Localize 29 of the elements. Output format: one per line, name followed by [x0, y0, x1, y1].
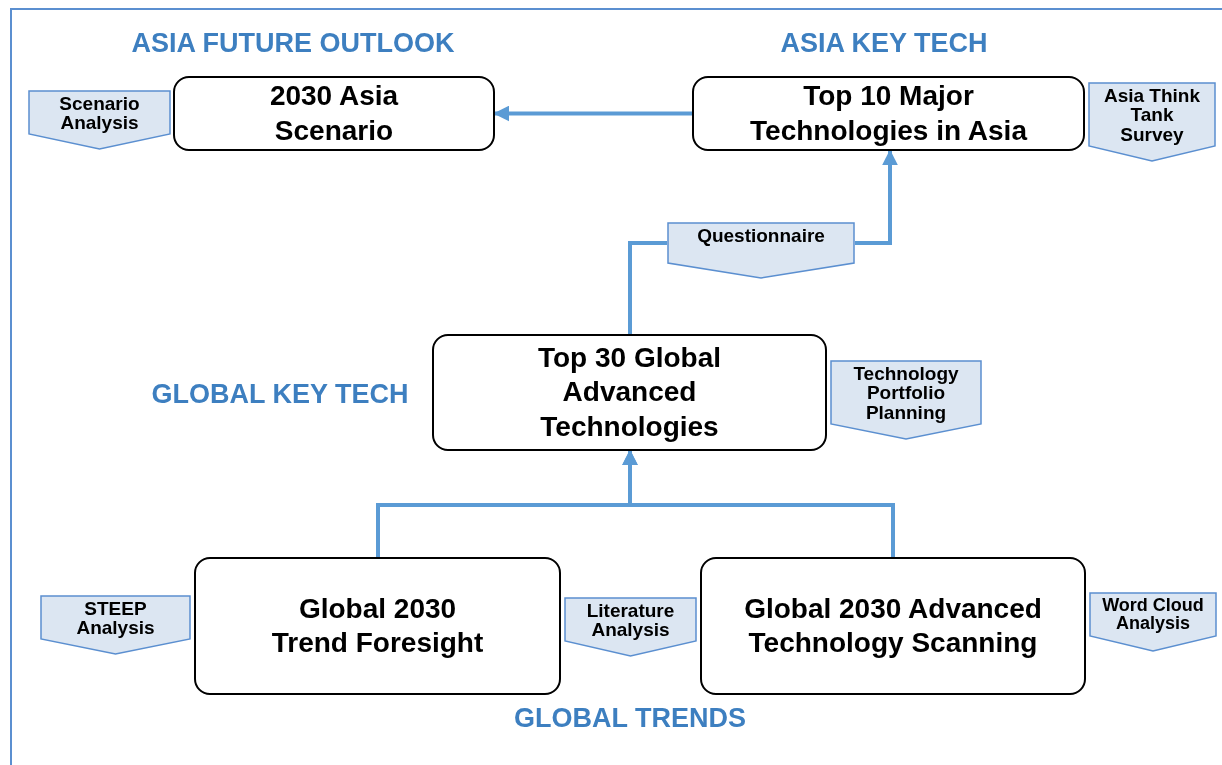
banner-tag	[564, 597, 697, 657]
section-heading: GLOBAL KEY TECH	[151, 379, 409, 410]
banner-tag	[667, 222, 855, 279]
tag-text: Word Cloud Analysis	[1101, 596, 1205, 633]
tag-text: Questionnaire	[697, 226, 825, 246]
box-text: Top 10 Major Technologies in Asia	[749, 79, 1029, 148]
process-box	[700, 557, 1086, 695]
banner-tag	[1089, 592, 1217, 652]
tag-text: STEEP Analysis	[75, 599, 156, 638]
process-box	[432, 334, 827, 451]
tag-text: Scenario Analysis	[58, 94, 141, 133]
box-text: Top 30 Global Advanced Technologies	[536, 341, 723, 444]
box-text: Global 2030 Advanced Technology Scanning	[743, 591, 1043, 660]
box-text: Global 2030 Trend Foresight	[270, 591, 485, 660]
banner-tag	[830, 360, 982, 440]
process-box	[173, 76, 495, 151]
section-heading: GLOBAL TRENDS	[514, 703, 746, 734]
tag-text: Asia Think Tank Survey	[1102, 86, 1202, 145]
section-heading: ASIA KEY TECH	[780, 28, 988, 59]
tag-text: Literature Analysis	[585, 601, 676, 640]
banner-tag	[28, 90, 171, 150]
process-box	[692, 76, 1085, 151]
connector-arrow	[493, 105, 692, 122]
box-text: 2030 Asia Scenario	[268, 79, 400, 148]
tag-text: Technology Portfolio Planning	[852, 364, 960, 423]
process-box	[194, 557, 561, 695]
banner-tag	[1088, 82, 1216, 162]
banner-tag	[40, 595, 191, 655]
section-heading: ASIA FUTURE OUTLOOK	[131, 28, 455, 59]
